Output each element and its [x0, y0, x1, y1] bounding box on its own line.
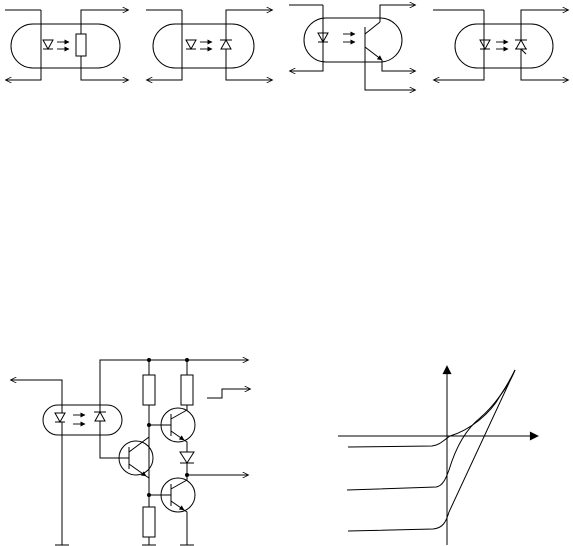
- optocoupler-housing: [152, 23, 255, 69]
- transistor-t1-icon: [118, 425, 154, 495]
- led-icon: [185, 39, 197, 51]
- base-lead: [99, 421, 121, 459]
- optocoupler-variant-c: [289, 5, 415, 90]
- phototransistor-icon: [364, 21, 383, 61]
- input-leads: [433, 9, 485, 81]
- optocoupler-housing: [454, 23, 554, 69]
- diode-icon: [179, 451, 195, 464]
- input-leads: [289, 4, 324, 72]
- pulse-symbol: [207, 388, 250, 399]
- resistor-r1-icon: [142, 374, 156, 406]
- input-lead: [11, 379, 63, 413]
- optocoupler-variant-a: [5, 10, 128, 80]
- input-leads: [5, 9, 42, 81]
- curve-2: [346, 369, 516, 491]
- transistor-t3-icon: [149, 475, 196, 545]
- led-icon: [54, 412, 66, 424]
- output-leads: [225, 9, 272, 81]
- output-leads: [80, 9, 128, 81]
- resistor-r2-icon: [180, 374, 194, 406]
- transistor-t2-icon: [149, 407, 196, 452]
- photoresistor-icon: [75, 33, 87, 57]
- output-leads: [520, 9, 568, 81]
- input-leads: [146, 9, 183, 81]
- optocoupler-variant-b: [146, 10, 272, 80]
- led-icon: [317, 32, 329, 44]
- optocoupler-housing: [10, 23, 121, 69]
- characteristic-graph: [338, 365, 539, 545]
- photodiode-icon: [220, 38, 232, 50]
- photodiode-icon: [94, 410, 106, 422]
- led-icon: [479, 39, 491, 51]
- resistor-r3-icon: [142, 506, 156, 538]
- optocoupler-housing: [303, 17, 403, 63]
- led-icon: [42, 39, 54, 51]
- curve-3: [347, 369, 516, 532]
- output-lead: [186, 463, 248, 476]
- supply-rail: [99, 359, 248, 412]
- optocoupler-variant-d: [433, 10, 568, 80]
- application-circuit: [11, 358, 250, 546]
- optocoupler-housing: [42, 404, 123, 436]
